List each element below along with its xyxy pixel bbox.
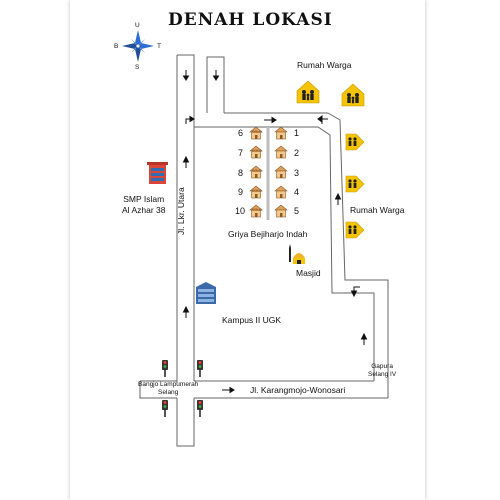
sold-sign: SOLD xyxy=(252,189,262,193)
rumah-warga-icon xyxy=(345,221,365,239)
compass-needle-west xyxy=(122,43,138,49)
compass-needle-north xyxy=(135,30,141,46)
compass-north-label: U xyxy=(135,22,140,29)
traffic-light-icon xyxy=(197,400,203,417)
compass-rose xyxy=(122,30,154,62)
road-top-stub xyxy=(177,54,195,113)
road-east-inner xyxy=(317,126,375,381)
compass-south-label: S xyxy=(135,64,140,71)
sold-sign: SOLD xyxy=(252,130,262,134)
house-icon xyxy=(274,185,288,199)
arrow-icon xyxy=(350,286,360,298)
arrow-icon xyxy=(317,115,328,124)
sold-sign: SOLD xyxy=(252,149,262,153)
compass-east-label: T xyxy=(157,43,161,50)
house-number: 7 xyxy=(238,148,244,158)
campus-building-icon xyxy=(196,282,216,304)
arrow-icon xyxy=(360,332,368,345)
road-south-west-end xyxy=(139,381,177,399)
arrow-icon xyxy=(212,70,220,81)
sold-sign: SOLD xyxy=(252,208,262,212)
arrow-icon xyxy=(222,386,235,394)
arrow-icon xyxy=(264,116,277,124)
house-icon xyxy=(274,126,288,140)
compass-west-label: B xyxy=(114,43,119,50)
kampus-label: Kampus II UGK xyxy=(222,315,282,325)
house-number: 3 xyxy=(294,168,300,178)
house-number: 4 xyxy=(294,187,300,197)
house-number: 2 xyxy=(294,148,300,158)
road-east-edge xyxy=(327,112,389,398)
traffic-light-icon xyxy=(162,400,168,417)
road-lower-stub xyxy=(176,398,195,447)
sold-signs: SOLD SOLD SOLD SOLD SOLD xyxy=(252,130,262,212)
school-building-icon xyxy=(147,162,168,184)
arrow-icon xyxy=(182,305,190,318)
road-top-stub-right xyxy=(206,56,225,113)
rumah-warga-icon xyxy=(345,175,365,193)
house-number: 8 xyxy=(238,168,244,178)
compass-needle-south xyxy=(135,46,141,62)
map-title: DENAH LOKASI xyxy=(168,10,333,30)
house-number: 9 xyxy=(238,187,244,197)
gapura-label: Gapura Selang IV xyxy=(368,363,397,378)
house-number: 10 xyxy=(235,206,246,216)
direction-arrows xyxy=(182,70,368,394)
house-number: 1 xyxy=(294,128,300,138)
masjid-label: Masjid xyxy=(296,268,321,278)
arrow-icon xyxy=(185,115,195,124)
arrow-icon xyxy=(182,70,190,81)
traffic-light-icon xyxy=(162,360,168,377)
map-sheet xyxy=(70,0,425,500)
traffic-light-icon xyxy=(197,360,203,377)
arrow-icon xyxy=(334,192,342,205)
house-number: 6 xyxy=(238,128,244,138)
house-icon xyxy=(274,145,288,159)
rumah-warga-icon xyxy=(345,133,365,151)
compass-needle-east xyxy=(138,43,154,49)
house-number: 5 xyxy=(294,206,300,216)
arrow-icon xyxy=(182,155,190,168)
house-icon xyxy=(274,204,288,218)
griya-label: Griya Bejiharjo Indah xyxy=(228,229,308,239)
street-lkr-utara-label: Jl. Lkr. Utara xyxy=(176,187,186,235)
rumah-warga-icon xyxy=(296,80,320,104)
smp-label: SMP Islam Al Azhar 38 xyxy=(122,194,166,215)
rumah-warga-icon xyxy=(341,83,365,107)
bangjo-label: Bangjo Lampumerah Selang xyxy=(138,381,199,396)
sold-sign: SOLD xyxy=(252,169,262,173)
mosque-icon xyxy=(289,244,305,264)
rumah-warga-label-right: Rumah Warga xyxy=(350,205,405,215)
road-network xyxy=(139,54,389,447)
house-icon xyxy=(274,165,288,179)
street-karangmojo-label: Jl. Karangmojo-Wonosari xyxy=(250,385,346,395)
rumah-warga-label-top: Rumah Warga xyxy=(297,60,352,70)
